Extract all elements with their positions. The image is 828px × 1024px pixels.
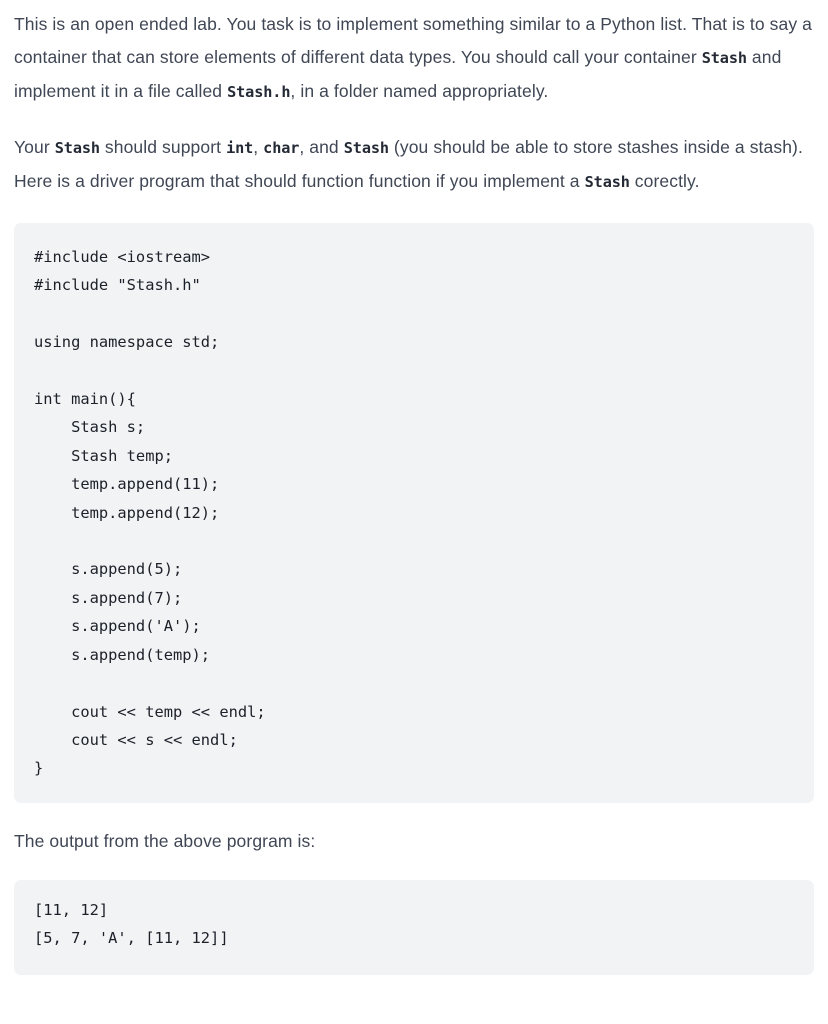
paragraph-requirements-text-d: , and [299, 137, 344, 157]
paragraph-intro-text-c: , in a folder named appropriately. [290, 81, 549, 101]
inline-code-stash-h: Stash.h [227, 83, 291, 101]
paragraph-requirements-text-c: , [253, 137, 264, 157]
inline-code-char: char [263, 139, 300, 157]
inline-code-int: int [226, 139, 254, 157]
document-body: This is an open ended lab. You task is t… [14, 8, 814, 975]
paragraph-intro: This is an open ended lab. You task is t… [14, 8, 814, 109]
inline-code-stash-2: Stash [54, 139, 100, 157]
paragraph-requirements: Your Stash should support int, char, and… [14, 131, 814, 199]
paragraph-intro-text-a: This is an open ended lab. You task is t… [14, 14, 812, 67]
inline-code-stash-4: Stash [584, 173, 630, 191]
paragraph-requirements-text-e: (you should be able to store stashes ins… [14, 137, 803, 191]
paragraph-intro-text-b: and implement it in a file called [14, 47, 782, 101]
paragraph-requirements-text-f: corectly. [629, 171, 700, 191]
paragraph-requirements-text-a: Your [14, 137, 55, 157]
inline-code-stash: Stash [701, 49, 747, 67]
driver-program-code-block: #include <iostream> #include "Stash.h" u… [14, 223, 814, 803]
program-output-block: [11, 12] [5, 7, 'A', [11, 12]] [14, 879, 814, 975]
output-caption: The output from the above porgram is: [14, 830, 316, 851]
paragraph-requirements-text-b: should support [99, 137, 227, 157]
inline-code-stash-3: Stash [343, 139, 389, 157]
